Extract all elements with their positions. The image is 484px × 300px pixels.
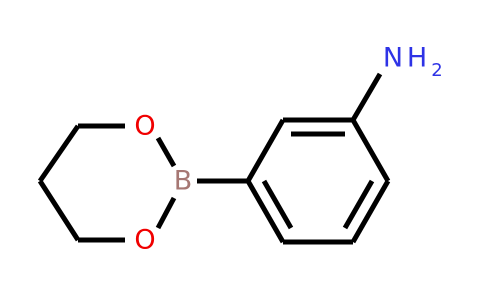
oxygen-bottom-atom: O (134, 225, 155, 256)
bond-ar-inner-left (261, 179, 294, 230)
hydrogen-atom: H (407, 43, 427, 74)
bond-ch2-ch2-top (37, 124, 81, 183)
bond-ar-3 (350, 118, 391, 183)
hydrogen-count-subscript: 2 (431, 60, 442, 81)
bond-o-top-b (155, 136, 177, 168)
bond-o-bottom-b (155, 196, 177, 230)
bond-ar-n (350, 72, 383, 122)
amine-group-label: N H 2 (383, 43, 443, 82)
bond-ar-1 (245, 118, 286, 183)
boron-atom: B (174, 166, 193, 197)
bonds (37, 72, 391, 245)
bond-ar-6 (245, 179, 286, 244)
bond-ch2-ch2-bottom (37, 179, 81, 242)
bond-ar-4 (350, 179, 391, 244)
nitrogen-atom: N (383, 43, 403, 74)
oxygen-top-atom: O (134, 111, 155, 142)
bond-ar-inner-right (342, 179, 375, 230)
